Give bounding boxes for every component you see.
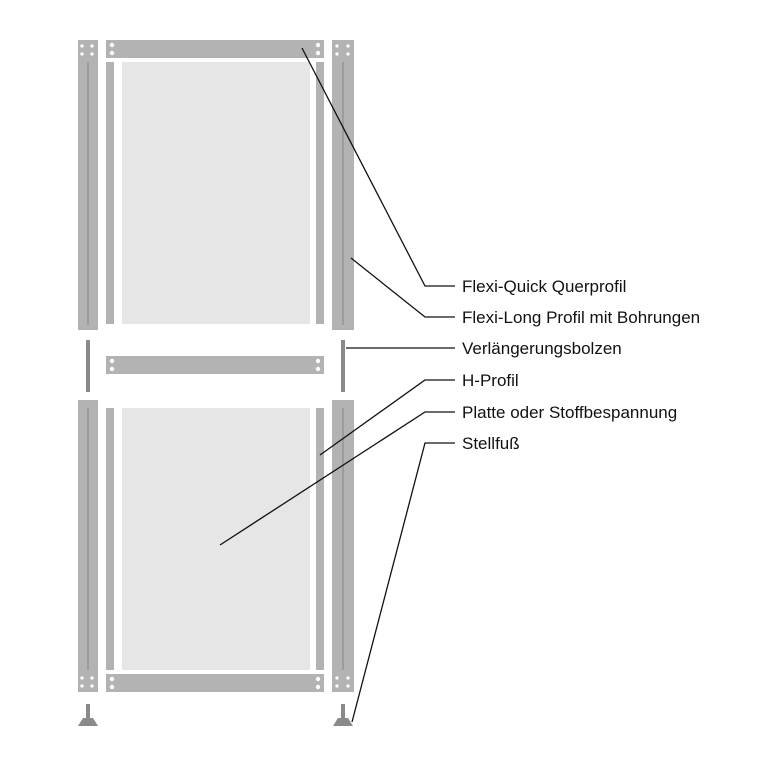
- left-inner-rail-upper: [106, 62, 114, 324]
- top-crossbar: [106, 40, 324, 58]
- upper-panel: [122, 62, 310, 324]
- leader-platte: [219, 411, 455, 546]
- lower-panel: [122, 408, 310, 670]
- bolt-left: [86, 340, 90, 392]
- leader-lines: [219, 47, 455, 723]
- callout-labels: Flexi-Quick Querprofil Flexi-Long Profil…: [462, 277, 700, 453]
- left-inner-rail-lower: [106, 408, 114, 670]
- right-inner-rail-upper: [316, 62, 324, 324]
- bolt-right: [341, 340, 345, 392]
- leader-flexi-long: [350, 257, 455, 318]
- label-flexi-quick: Flexi-Quick Querprofil: [462, 277, 626, 296]
- leader-stellfuss: [351, 442, 455, 723]
- label-platte: Platte oder Stoffbespannung: [462, 403, 677, 422]
- leader-h-profil: [319, 379, 455, 456]
- label-bolzen: Verlängerungsbolzen: [462, 339, 622, 358]
- foot-right: [333, 704, 353, 726]
- lower-module: [78, 400, 354, 692]
- leader-flexi-quick: [301, 47, 455, 287]
- bottom-crossbar: [106, 674, 324, 692]
- right-inner-rail-lower: [316, 408, 324, 670]
- label-flexi-long: Flexi-Long Profil mit Bohrungen: [462, 308, 700, 327]
- middle-crossbar: [106, 356, 324, 374]
- connection-section: [86, 340, 345, 392]
- foot-left: [78, 704, 98, 726]
- label-h-profil: H-Profil: [462, 371, 519, 390]
- upper-module: [78, 40, 354, 330]
- feet: [78, 704, 353, 726]
- label-stellfuss: Stellfuß: [462, 434, 520, 453]
